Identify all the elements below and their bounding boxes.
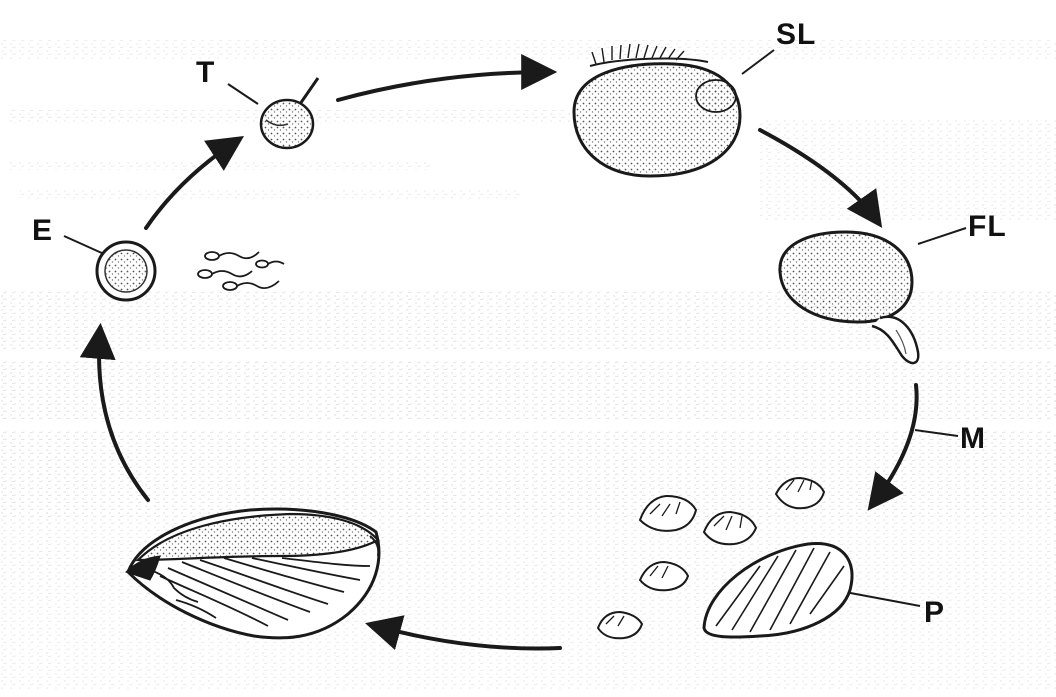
label-m: M <box>960 424 986 454</box>
label-e: E <box>32 216 53 246</box>
sperm-cells <box>198 252 284 290</box>
label-fl: FL <box>968 212 1007 242</box>
label-t: T <box>196 58 215 88</box>
arrow-e-to-t <box>146 140 238 228</box>
arrow-t-to-sl <box>338 72 550 100</box>
label-sl: SL <box>776 20 816 50</box>
label-p: P <box>924 598 945 628</box>
trochophore-stage <box>261 78 318 148</box>
veliger-stage <box>574 44 740 176</box>
